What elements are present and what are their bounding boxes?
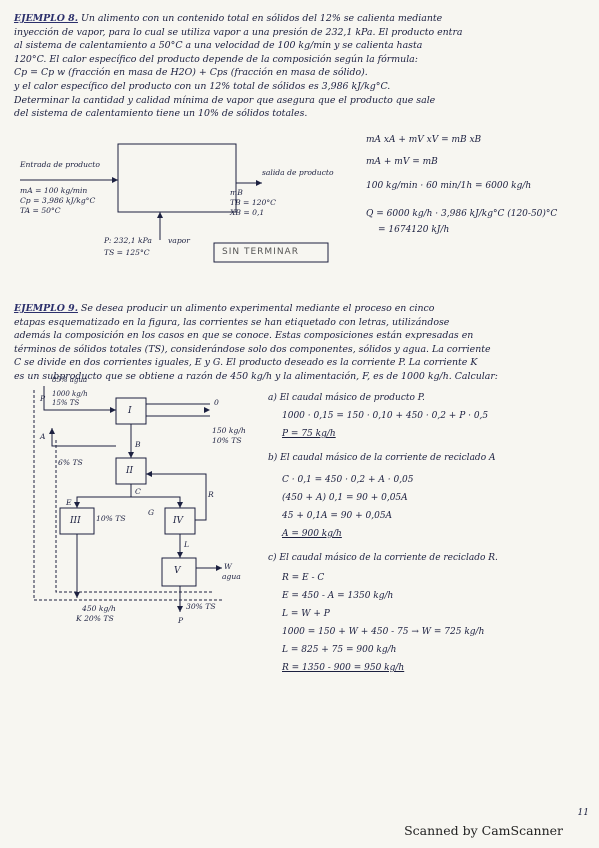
e-ts: 10% TS <box>96 514 126 523</box>
ex8-line: al sistema de calentamiento a 50°C a una… <box>14 40 423 52</box>
stamp-box <box>213 242 329 263</box>
r-label: R <box>208 490 214 499</box>
ex8-line: del sistema de calentamiento tiene un 10… <box>14 108 308 120</box>
inlet-label: Entrada de producto <box>20 160 100 169</box>
heater-box <box>117 143 237 213</box>
feed-ts: 15% TS <box>52 399 80 407</box>
ex8-eq: mA xA + mV xV = mB xB <box>366 135 482 145</box>
answer-c-line: R = E - C <box>282 573 325 583</box>
ex8-line: y el calor específico del producto con u… <box>14 80 391 92</box>
ex8-line: Un alimento con un contenido total en só… <box>80 13 443 24</box>
ex8-eq: 100 kg/min · 60 min/1h = 6000 kg/h <box>366 181 532 191</box>
answer-b-line: C · 0,1 = 450 · 0,2 + A · 0,05 <box>282 475 414 485</box>
p-top-label: P <box>40 394 46 403</box>
answer-b-line: 45 + 0,1A = 90 + 0,05A <box>282 511 393 521</box>
answer-b-heading: b) El caudal másico de la corriente de r… <box>268 453 496 463</box>
page-number: 11 <box>577 808 589 818</box>
ex8-line: Determinar la cantidad y calidad mínima … <box>14 94 436 106</box>
answer-c-heading: c) El caudal másico de la corriente de r… <box>268 553 498 563</box>
ex9-title: EJEMPLO 9. <box>14 303 78 314</box>
p-bottom-label: P <box>178 616 184 625</box>
g-label: G <box>148 508 155 517</box>
ex9-line: Se desea producir un alimento experiment… <box>80 303 435 314</box>
answer-c-line: 1000 = 150 + W + 450 - 75 → W = 725 kg/h <box>282 627 485 637</box>
feed-water: 85% agua <box>52 376 88 384</box>
feed-flow: 1000 kg/h <box>52 390 88 398</box>
outlet-temp: TB = 120°C <box>230 198 276 207</box>
answer-c-result: R = 1350 - 900 = 950 kg/h <box>282 663 405 673</box>
inlet-mass: mA = 100 kg/min <box>20 186 88 195</box>
ex8-eq: = 1674120 kJ/h <box>378 225 450 235</box>
answer-a-heading: a) El caudal másico de producto P. <box>268 393 425 403</box>
ex8-eq: mA + mV = mB <box>366 157 438 167</box>
stage-IV-label: IV <box>173 516 184 526</box>
answer-a-result: P = 75 kg/h <box>282 429 336 439</box>
steam-label: vapor <box>168 236 190 245</box>
stage-V-box <box>161 557 197 587</box>
k-ts: K 20% TS <box>76 614 114 623</box>
stream-0-ts: 10% TS <box>212 436 242 445</box>
answer-c-line: L = W + P <box>282 609 330 619</box>
w-label: W <box>224 562 232 571</box>
ex9-line: es un subproducto que se obtiene a razón… <box>14 370 498 382</box>
a-label: A <box>40 432 46 441</box>
stamp-text: SIN TERMINAR <box>222 247 299 257</box>
answer-c-line: L = 825 + 75 = 900 kg/h <box>282 645 397 655</box>
ex8-title: EJEMPLO 8. <box>14 13 78 24</box>
c-label: C <box>135 487 141 496</box>
ex8-line: 120°C. El calor específico del producto … <box>14 53 418 65</box>
scanner-watermark: Scanned by CamScanner <box>404 823 563 838</box>
w-water: agua <box>222 572 241 581</box>
steam-pressure: P: 232,1 kPa <box>104 236 152 245</box>
outlet-mass: mB <box>230 188 243 197</box>
ex8-line: inyección de vapor, para lo cual se util… <box>14 26 463 38</box>
ex8-statement: EJEMPLO 8. Un alimento con un contenido … <box>14 12 582 121</box>
ex9-line: etapas esquematizado en la figura, las c… <box>14 316 450 328</box>
answer-c-line: E = 450 - A = 1350 kg/h <box>282 591 394 601</box>
answer-b-result: A = 900 kg/h <box>282 529 342 539</box>
inlet-temp: TA = 50°C <box>20 206 61 215</box>
ex8-eq: Q = 6000 kg/h · 3,986 kJ/kg°C (120-50)°C <box>366 209 558 219</box>
inlet-cp: Cp = 3,986 kJ/kg°C <box>20 196 96 205</box>
answer-a-line: 1000 · 0,15 = 150 · 0,10 + 450 · 0,2 + P… <box>282 411 489 421</box>
k-flow: 450 kg/h <box>82 604 116 613</box>
outlet-label: salida de producto <box>262 168 334 177</box>
stream-0-flow: 150 kg/h <box>212 426 246 435</box>
ex9-statement: EJEMPLO 9. Se desea producir un alimento… <box>14 302 582 384</box>
stage-I-label: I <box>128 406 132 416</box>
outlet-solids: XB = 0,1 <box>230 208 265 217</box>
p-ts: 30% TS <box>186 602 216 611</box>
ex9-line: además la composición en los casos en qu… <box>14 330 474 342</box>
e-label: E <box>66 498 72 507</box>
ex8-line: Cp = Cp w (fracción en masa de H2O) + Cp… <box>14 67 368 79</box>
b-label: B <box>135 440 141 449</box>
steam-temp: TS = 125°C <box>104 248 150 257</box>
l-label: L <box>184 540 190 549</box>
ex9-line: términos de sólidos totales (TS), consid… <box>14 343 491 355</box>
stage-III-label: III <box>70 516 81 526</box>
a-ts: 6% TS <box>58 458 83 467</box>
answer-b-line: (450 + A) 0,1 = 90 + 0,05A <box>282 493 408 503</box>
stream-0-label: 0 <box>214 398 219 407</box>
stage-II-label: II <box>126 466 134 476</box>
ex9-line: C se divide en dos corrientes iguales, E… <box>14 357 478 369</box>
stage-V-label: V <box>174 566 181 576</box>
